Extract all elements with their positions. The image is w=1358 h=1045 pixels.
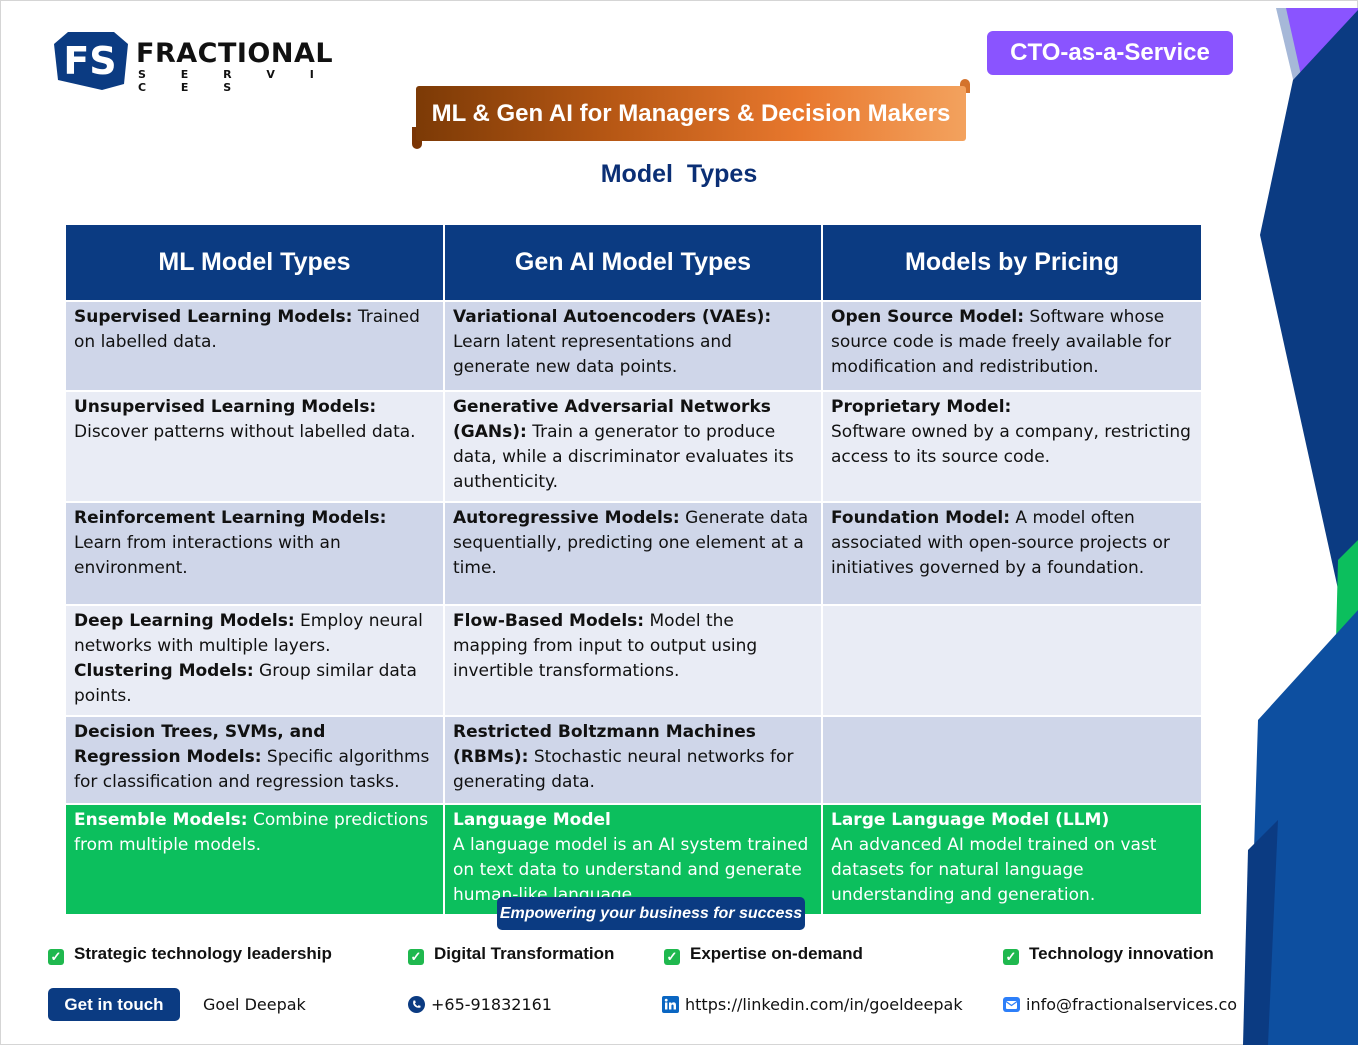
check-icon: ✓ — [1003, 949, 1019, 965]
linkedin-link: https://linkedin.com/in/goeldeepak — [685, 995, 963, 1014]
feature-item: ✓ Digital Transformation — [408, 943, 614, 965]
cell-term: Clustering Models: — [74, 661, 254, 681]
cell-term: Large Language Model (LLM) — [831, 810, 1110, 830]
get-in-touch-button[interactable]: Get in touch — [48, 988, 180, 1021]
check-icon: ✓ — [48, 949, 64, 965]
cell-desc: Group similar data points. — [74, 661, 417, 706]
cell-term: Variational Autoencoders (VAEs): — [453, 307, 772, 327]
header-gen-ai-model-types: Gen AI Model Types — [444, 225, 823, 302]
feature-label: Strategic technology leadership — [74, 944, 332, 963]
table-header-row: ML Model Types Gen AI Model Types Models… — [66, 225, 1201, 302]
table-cell: Unsupervised Learning Models: Discover p… — [66, 391, 445, 503]
model-types-table: ML Model Types Gen AI Model Types Models… — [66, 225, 1201, 916]
table-row: Decision Trees, SVMs, and Regression Mod… — [66, 716, 1201, 805]
cell-term: Deep Learning Models: — [74, 611, 295, 631]
cell-term: Autoregressive Models: — [453, 508, 680, 528]
table-cell-empty — [822, 716, 1201, 805]
table-cell-empty — [822, 605, 1201, 717]
cell-term: Reinforcement Learning Models: — [74, 508, 387, 528]
cell-term: Decision Trees, SVMs, and Regression Mod… — [74, 722, 326, 767]
email-address: info@fractionalservices.co — [1026, 995, 1238, 1014]
cell-term: Open Source Model: — [831, 307, 1025, 327]
table-row: Supervised Learning Models: Trained on l… — [66, 301, 1201, 392]
table-cell: Ensemble Models: Combine predictions fro… — [66, 804, 445, 916]
cell-term: Restricted Boltzmann Machines (RBMs): — [453, 722, 756, 767]
table-cell: Restricted Boltzmann Machines (RBMs): St… — [444, 716, 823, 805]
cell-desc: Software owned by a company, restricting… — [831, 422, 1191, 467]
header-ml-model-types: ML Model Types — [66, 225, 445, 302]
email-icon — [1003, 997, 1020, 1012]
cell-desc: Trained on labelled data. — [74, 307, 420, 352]
table-cell: Deep Learning Models: Employ neural netw… — [66, 605, 445, 717]
feature-item: ✓ Expertise on-demand — [664, 943, 863, 965]
cto-badge: CTO-as-a-Service — [987, 31, 1233, 75]
table-cell: Open Source Model: Software whose source… — [822, 301, 1201, 392]
cell-desc: Employ neural networks with multiple lay… — [74, 611, 423, 656]
cell-desc: Software whose source code is made freel… — [831, 307, 1172, 377]
cell-desc: Stochastic neural networks for generatin… — [453, 747, 794, 792]
cell-desc: A language model is an AI system trained… — [453, 835, 809, 905]
company-tagline: S E R V I C E S — [138, 68, 330, 94]
fs-logo-icon: FS — [54, 32, 128, 90]
table-cell: Proprietary Model: Software owned by a c… — [822, 391, 1201, 503]
phone-number: +65-91832161 — [431, 995, 552, 1014]
contact-name: Goel Deepak — [203, 995, 306, 1014]
table-row: Unsupervised Learning Models: Discover p… — [66, 391, 1201, 503]
table-row: Reinforcement Learning Models: Learn fro… — [66, 502, 1201, 606]
banner-title: ML & Gen AI for Managers & Decision Make… — [416, 86, 966, 141]
table-cell: Autoregressive Models: Generate data seq… — [444, 502, 823, 606]
table-row: Ensemble Models: Combine predictions fro… — [66, 804, 1201, 916]
linkedin-contact[interactable]: https://linkedin.com/in/goeldeepak — [662, 993, 963, 1017]
cell-desc: An advanced AI model trained on vast dat… — [831, 835, 1157, 905]
feature-label: Digital Transformation — [434, 944, 615, 963]
table-cell: Variational Autoencoders (VAEs): Learn l… — [444, 301, 823, 392]
page-subtitle: Model Types — [600, 160, 758, 188]
cell-desc: Generate data sequentially, predicting o… — [453, 508, 809, 578]
table-cell: Large Language Model (LLM) An advanced AI… — [822, 804, 1201, 916]
cell-term: Foundation Model: — [831, 508, 1011, 528]
svg-text:FS: FS — [63, 39, 116, 83]
footer-tagline: Empowering your business for success — [497, 897, 805, 930]
table-cell: Supervised Learning Models: Trained on l… — [66, 301, 445, 392]
cell-term: Supervised Learning Models: — [74, 307, 353, 327]
feature-label: Technology innovation — [1029, 944, 1214, 963]
feature-label: Expertise on-demand — [690, 944, 863, 963]
cell-desc: Specific algorithms for classification a… — [74, 747, 430, 792]
cell-desc: Learn from interactions with an environm… — [74, 533, 341, 578]
cell-term: Flow-Based Models: — [453, 611, 645, 631]
cell-desc: Train a generator to produce data, while… — [453, 422, 794, 492]
table-row: Deep Learning Models: Employ neural netw… — [66, 605, 1201, 717]
header-models-by-pricing: Models by Pricing — [822, 225, 1201, 302]
cell-desc: A model often associated with open-sourc… — [831, 508, 1170, 578]
table-cell: Generative Adversarial Networks (GANs): … — [444, 391, 823, 503]
company-logo[interactable]: FS FRACTIONAL S E R V I C E S — [54, 30, 354, 94]
cell-term: Unsupervised Learning Models: — [74, 397, 377, 417]
cell-desc: Discover patterns without labelled data. — [74, 422, 416, 442]
cell-term: Proprietary Model: — [831, 397, 1012, 417]
cell-term: Ensemble Models: — [74, 810, 248, 830]
phone-icon — [408, 996, 425, 1013]
phone-contact[interactable]: +65-91832161 — [408, 993, 552, 1017]
email-contact[interactable]: info@fractionalservices.co — [1003, 993, 1237, 1017]
table-cell: Foundation Model: A model often associat… — [822, 502, 1201, 606]
feature-item: ✓ Technology innovation — [1003, 943, 1214, 965]
table-cell: Decision Trees, SVMs, and Regression Mod… — [66, 716, 445, 805]
cell-desc: Combine predictions from multiple models… — [74, 810, 429, 855]
cell-term: Generative Adversarial Networks (GANs): — [453, 397, 771, 442]
cell-desc: Model the mapping from input to output u… — [453, 611, 758, 681]
cell-term: Language Model — [453, 810, 611, 830]
table-cell: Flow-Based Models: Model the mapping fro… — [444, 605, 823, 717]
linkedin-icon — [662, 996, 679, 1013]
feature-item: ✓ Strategic technology leadership — [48, 943, 332, 965]
title-banner: ML & Gen AI for Managers & Decision Make… — [412, 79, 970, 151]
decorative-side-shapes — [1243, 8, 1358, 1045]
cell-desc: Learn latent representations and generat… — [453, 332, 732, 377]
company-name: FRACTIONAL — [136, 38, 334, 69]
check-icon: ✓ — [664, 949, 680, 965]
check-icon: ✓ — [408, 949, 424, 965]
table-cell: Reinforcement Learning Models: Learn fro… — [66, 502, 445, 606]
